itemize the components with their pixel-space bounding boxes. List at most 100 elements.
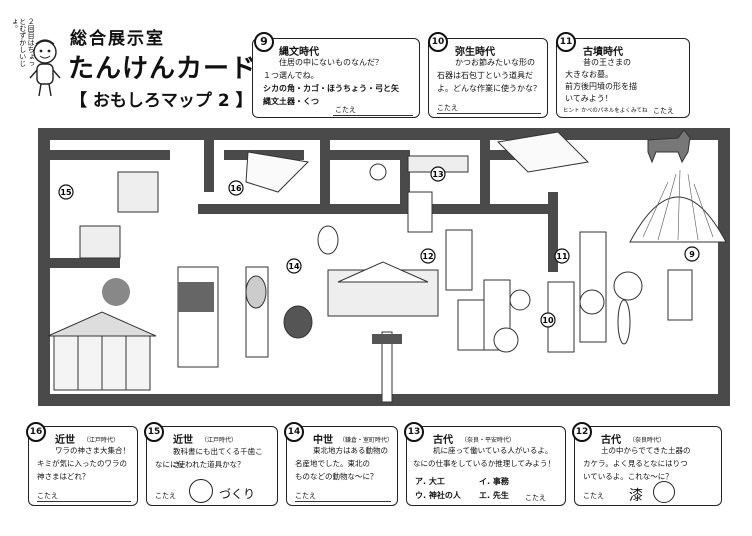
card-line: シカの角・カゴ・ほうちょう・弓と矢 — [263, 84, 399, 93]
artifact — [509, 289, 531, 311]
svg-text:15: 15 — [60, 188, 72, 197]
header-title-sub: 【 おもしろマップ 2 】 — [70, 91, 253, 111]
card-title: 古代 — [433, 435, 453, 446]
map-wall — [400, 150, 410, 210]
map-wall — [38, 128, 730, 140]
card-title: 近世 — [173, 435, 193, 446]
hint-text: ヒント かべのパネルをよくみてね — [563, 108, 648, 114]
svg-text:13: 13 — [432, 170, 443, 179]
card-title: 古代 — [601, 435, 621, 446]
card-title: 古墳時代 — [583, 47, 623, 58]
option: エ. 先生 — [479, 491, 509, 500]
option: ウ. 神社の人 — [415, 491, 461, 500]
map-wall — [198, 204, 558, 214]
svg-text:12: 12 — [422, 252, 433, 261]
card-line: １つ選んでね。 — [263, 71, 319, 80]
card-number-badge: 14 — [284, 422, 304, 442]
option: ア. 大工 — [415, 477, 445, 486]
card-period: （江戸時代） — [201, 437, 238, 444]
card-11: 古墳時代 昔の王さまの 大きなお墓。 前方後円墳の形を描 いてみよう！ ヒント … — [556, 38, 690, 118]
card-number-badge: 13 — [404, 422, 424, 442]
card-12: 古代 （奈良時代） 土の中からでてきた土器の カケラ。よく見るとなにはりつ いて… — [574, 426, 722, 506]
answer-label: こたえ — [437, 104, 458, 112]
card-number-badge: 10 — [428, 32, 448, 52]
center-diorama-roof — [337, 261, 429, 283]
svg-text:11: 11 — [556, 252, 568, 261]
answer-circle[interactable] — [653, 481, 675, 503]
artifact — [102, 278, 130, 306]
display-case — [667, 269, 693, 321]
card-line: 前方後円墳の形を描 — [565, 82, 637, 91]
card-title: 弥生時代 — [455, 47, 495, 58]
map-wall — [480, 140, 490, 210]
card-line: 土の中からでてきた土器の — [601, 446, 691, 455]
answer-line — [37, 501, 131, 502]
card-line: カケラ。よく見るとなにはりつ — [583, 459, 688, 468]
card-line: なにに使われた道具かな？ — [155, 460, 245, 469]
artifact — [178, 282, 214, 312]
card-period: （江戸時代） — [83, 437, 120, 444]
answer-circle[interactable] — [189, 479, 213, 503]
svg-text:10: 10 — [542, 316, 554, 325]
card-line: よ。どんな作業に使うかな？ — [437, 84, 541, 93]
map-wall — [50, 150, 170, 160]
map-wall — [548, 192, 558, 272]
signpost — [381, 331, 393, 403]
artifact — [245, 151, 310, 193]
header-title-small: 総合展示室 — [70, 29, 165, 49]
card-number-badge: 12 — [572, 422, 592, 442]
card-line: 大きなお墓。 — [565, 70, 613, 79]
artifact — [579, 289, 605, 315]
card-period: （鎌倉・室町時代） — [339, 437, 394, 444]
svg-text:16: 16 — [230, 184, 242, 193]
answer-label: こたえ — [525, 494, 546, 502]
dog-figure — [647, 129, 691, 164]
card-number-badge: 9 — [254, 32, 274, 52]
card-line: 縄文土器・くつ — [263, 97, 319, 106]
map-marker-14: 14 — [286, 258, 302, 274]
map-wall — [38, 128, 50, 406]
display-case — [407, 191, 433, 233]
map-marker-16: 16 — [228, 180, 244, 196]
card-line: ものなどの動物な〜に？ — [295, 472, 378, 481]
artifact — [496, 131, 590, 173]
answer-suffix: づくり — [219, 487, 256, 501]
side-note: ２回目はちょっとむずかしいじょ。 — [10, 18, 36, 67]
answer-label: こたえ — [335, 106, 356, 114]
card-line: かつお節みたいな形の — [455, 58, 535, 67]
card-title: 縄文時代 — [279, 47, 319, 58]
card-line: 昔の王さまの — [583, 58, 631, 67]
card-period: （奈良・平安時代） — [461, 437, 516, 444]
answer-label: こたえ — [653, 107, 674, 115]
answer-label: こたえ — [37, 492, 58, 500]
card-line: 東北地方はある動物の — [313, 446, 388, 455]
map-wall — [320, 140, 330, 210]
card-14: 中世 （鎌倉・室町時代） 東北地方はある動物の 名産地でした。東北の ものなどの… — [286, 426, 398, 506]
answer-label: こたえ — [155, 492, 176, 500]
svg-text:9: 9 — [689, 250, 695, 259]
artifact — [493, 327, 519, 353]
map-marker-10: 10 — [540, 312, 556, 328]
card-9: 縄文時代 住居の中にないものなんだ？ １つ選んでね。 シカの角・カゴ・ほうちょう… — [252, 38, 420, 118]
artifact — [117, 171, 159, 213]
card-line: ワラの神さま大集合！ — [55, 446, 130, 455]
map-wall — [328, 150, 408, 160]
map-wall — [204, 140, 214, 192]
artifact — [613, 271, 643, 301]
card-line: 神さまはどれ？ — [37, 472, 90, 481]
map-marker-9: 9 — [684, 246, 700, 262]
card-number-badge: 15 — [144, 422, 164, 442]
display-case — [457, 299, 485, 351]
edo-house-roof — [47, 311, 157, 337]
map-wall — [718, 128, 730, 406]
card-10: 弥生時代 かつお節みたいな形の 石器は石包丁という道具だ よ。どんな作業に使うか… — [428, 38, 548, 118]
artifact — [79, 225, 121, 259]
card-13: 古代 （奈良・平安時代） 机に座って働いている人がいるよ。 なにの仕事をしている… — [406, 426, 566, 506]
map-marker-11: 11 — [554, 248, 570, 264]
card-period: （奈良時代） — [629, 437, 666, 444]
card-number-badge: 11 — [556, 32, 576, 52]
mascot — [28, 38, 62, 100]
card-line: いているよ。これな〜に？ — [583, 472, 673, 481]
svg-text:14: 14 — [288, 262, 300, 271]
card-line: なにの仕事をしているか推理してみよう！ — [413, 459, 556, 468]
